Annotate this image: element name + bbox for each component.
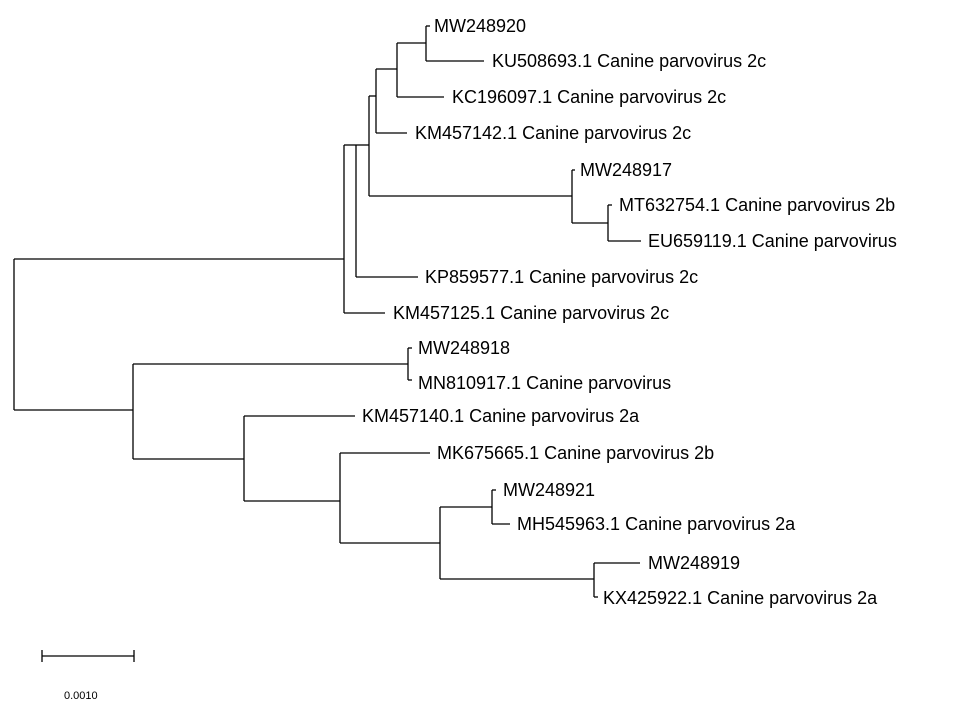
leaf-label: MH545963.1 Canine parvovirus 2a [517,514,796,534]
scale-bar: 0.0010 [41,650,135,702]
leaf-label: MW248920 [434,16,526,36]
leaf-label: MW248919 [648,553,740,573]
leaf-label: KP859577.1 Canine parvovirus 2c [425,267,698,287]
leaf-label: EU659119.1 Canine parvovirus [648,231,897,251]
leaf-label: MW248918 [418,338,510,358]
leaf-label: MW248917 [580,160,672,180]
branches [13,25,641,598]
leaf-label: MN810917.1 Canine parvovirus [418,373,671,393]
leaf-labels: MW248920 KU508693.1 Canine parvovirus 2c… [362,16,897,608]
leaf-label: MT632754.1 Canine parvovirus 2b [619,195,895,215]
leaf-label: KX425922.1 Canine parvovirus 2a [603,588,878,608]
leaf-label: KM457140.1 Canine parvovirus 2a [362,406,640,426]
scale-bar-label: 0.0010 [64,690,98,702]
leaf-label: KM457142.1 Canine parvovirus 2c [415,123,691,143]
leaf-label: MW248921 [503,480,595,500]
leaf-label: MK675665.1 Canine parvovirus 2b [437,443,714,463]
leaf-label: KC196097.1 Canine parvovirus 2c [452,87,726,107]
leaf-label: KM457125.1 Canine parvovirus 2c [393,303,669,323]
leaf-label: KU508693.1 Canine parvovirus 2c [492,51,766,71]
